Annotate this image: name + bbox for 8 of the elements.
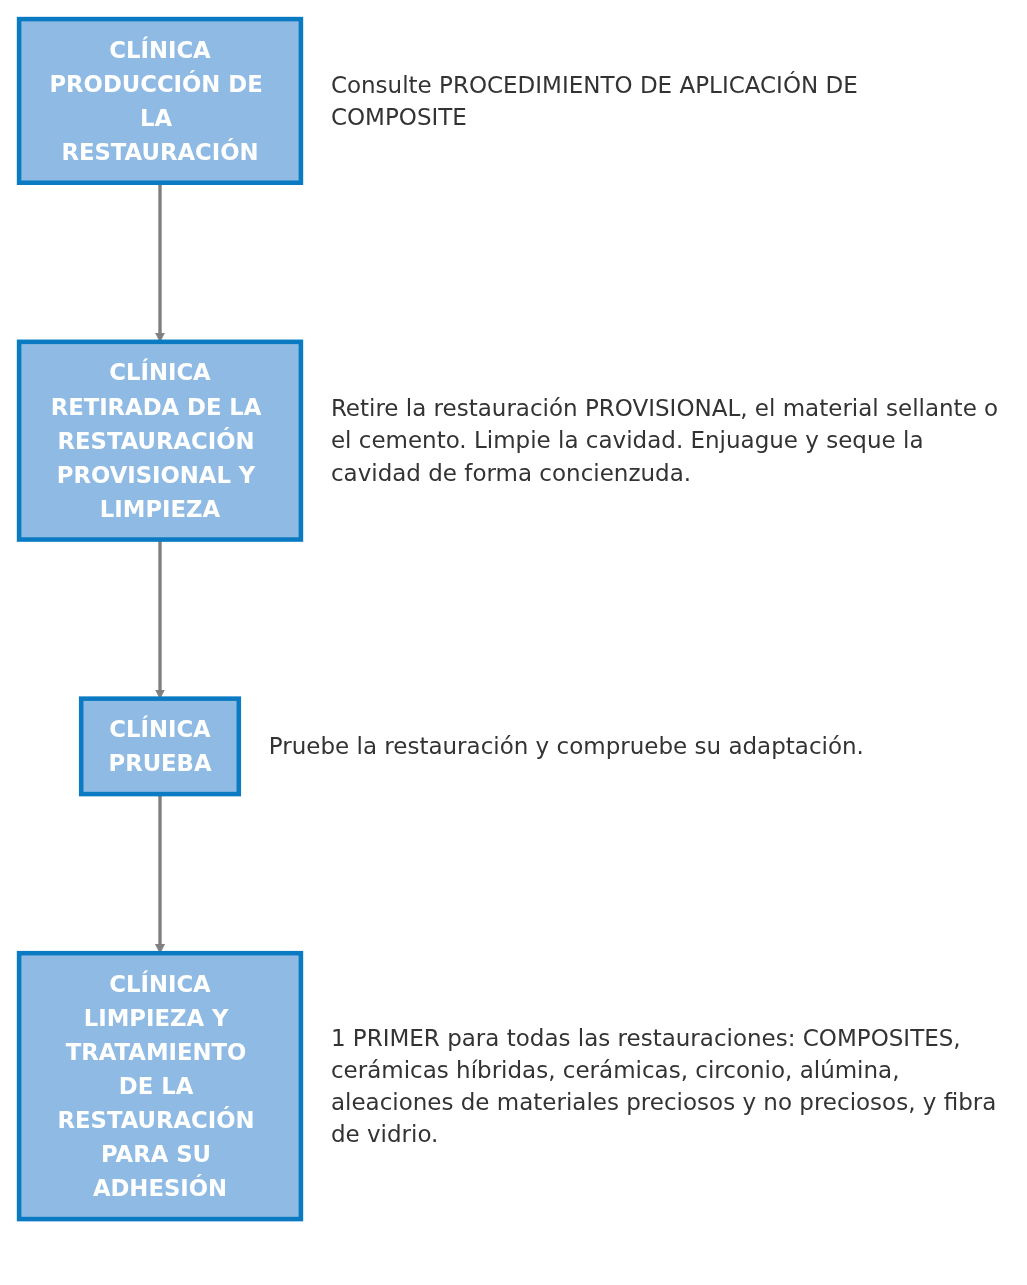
step-description: Pruebe la restauración y compruebe su adaptación. xyxy=(268,732,865,762)
step-description: 1 PRIMER para todas las restauraciones: COMPOSITES, cerámicas híbridas, cerámicas, circonio, alúmina, aleaciones de materiales preciosos y no preciosos, y fibra de vidrio. xyxy=(330,1023,998,1150)
node-box: CLÍNICA RETIRADA DE LA RESTAURACIÓN PROVISIONAL Y LIMPIEZA xyxy=(16,339,304,542)
step-description: Retire la restauración PROVISIONAL, el material sellante o el cemento. Limpie la cavidad. Enjuague y seque la cavidad de forma concienzuda. xyxy=(330,394,1000,488)
step-description: Consulte PROCEDIMIENTO DE APLICACIÓN DE COMPOSITE xyxy=(330,70,859,133)
node-box: CLÍNICA PRODUCCIÓN DE LA RESTAURACIÓN xyxy=(16,16,304,185)
node-box: CLÍNICA LIMPIEZA Y TRATAMIENTO DE LA RESTAURACIÓN PARA SU ADHESIÓN xyxy=(16,950,304,1222)
node-box: CLÍNICA PRUEBA xyxy=(78,696,242,797)
